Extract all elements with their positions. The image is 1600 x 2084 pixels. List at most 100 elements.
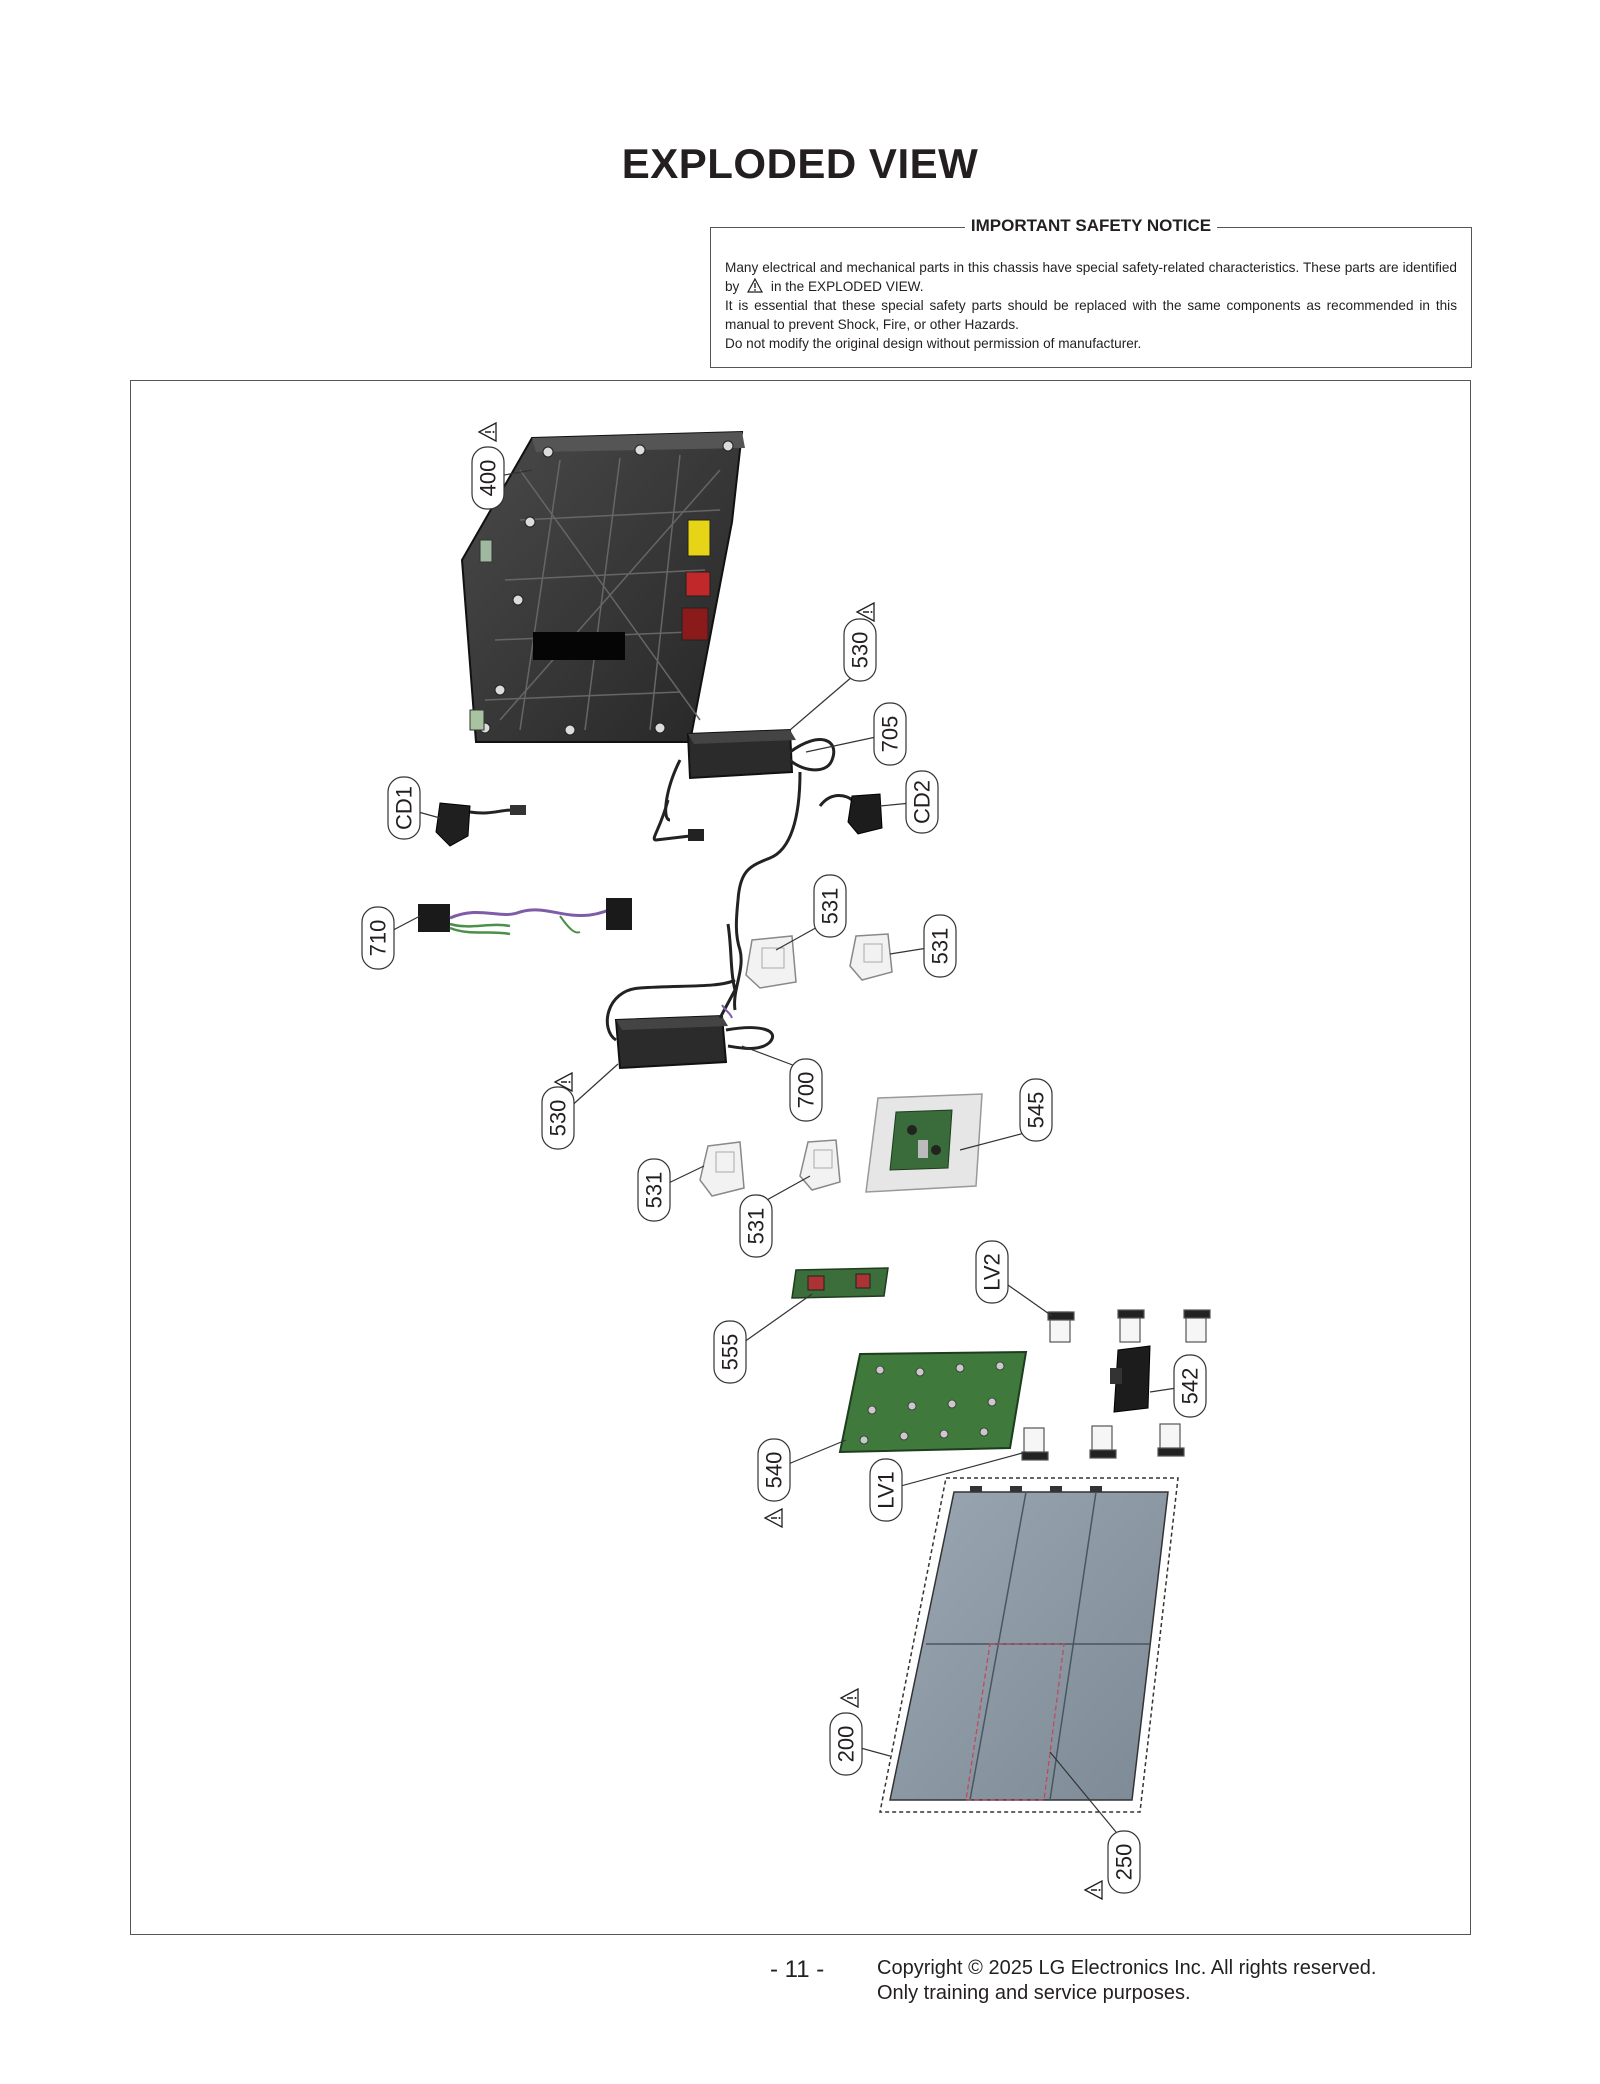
part-label: CD2 xyxy=(910,780,935,824)
part-label: 530 xyxy=(848,632,873,669)
connector-cd1-part xyxy=(435,802,526,847)
notice-text-2: It is essential that these special safet… xyxy=(725,298,1457,332)
copyright-line-1: Copyright © 2025 LG Electronics Inc. All… xyxy=(877,1957,1377,1979)
diagram-frame xyxy=(130,380,1471,1935)
callout-542-15: 542 xyxy=(1149,1354,1207,1418)
leader-line xyxy=(789,669,861,731)
part-label: 250 xyxy=(1112,1844,1137,1881)
callout-cd2-4: CD2 xyxy=(879,770,939,834)
notice-text-1b: in the EXPLODED VIEW. xyxy=(770,279,924,294)
callout-705-2: 705 xyxy=(805,702,907,766)
power-adapter-lower-part xyxy=(605,923,774,1070)
leader-line xyxy=(1049,1751,1117,1833)
callout-bubble xyxy=(923,914,957,978)
callout-530-8: 530 xyxy=(541,1063,619,1150)
callout-bubble xyxy=(869,1458,903,1522)
callout-bubble xyxy=(637,1158,671,1222)
safety-notice-box: IMPORTANT SAFETY NOTICE Many electrical … xyxy=(710,216,1472,368)
callout-bubble xyxy=(739,1194,773,1258)
callout-bubble xyxy=(905,770,939,834)
part-label: 400 xyxy=(476,460,501,497)
callout-bubble xyxy=(843,618,877,682)
bracket-531-a-part xyxy=(745,935,797,989)
warning-triangle-icon xyxy=(839,1687,859,1709)
warning-triangle-icon xyxy=(855,601,875,623)
connector-cd2-part xyxy=(818,793,883,835)
callout-400-0: 400 xyxy=(471,421,533,510)
part-label: CD1 xyxy=(392,786,417,830)
power-adapter-upper-part xyxy=(652,728,836,1011)
callout-700-9: 700 xyxy=(741,1045,823,1122)
safety-notice-body: Many electrical and mechanical parts in … xyxy=(725,258,1457,353)
notice-text-3: Do not modify the original design withou… xyxy=(725,336,1142,351)
callout-bubble xyxy=(1019,1078,1053,1142)
rear-chassis-part xyxy=(460,430,745,743)
page-title: EXPLODED VIEW xyxy=(621,140,979,187)
page-number: - 11 - xyxy=(770,1956,825,1983)
callout-bubble xyxy=(471,446,505,510)
warning-triangle-icon xyxy=(553,1071,573,1093)
part-label: 531 xyxy=(744,1208,769,1245)
callout-bubble xyxy=(1173,1354,1207,1418)
bracket-531-b-part xyxy=(849,933,893,981)
callout-531-6: 531 xyxy=(775,874,847,951)
wire-harness-710-part xyxy=(418,898,632,936)
part-label: 710 xyxy=(366,920,391,957)
part-label: 200 xyxy=(834,1726,859,1763)
part-label: 531 xyxy=(642,1172,667,1209)
warning-triangle-icon xyxy=(477,421,497,443)
bracket-542-part xyxy=(1110,1345,1151,1413)
part-label: 531 xyxy=(928,928,953,965)
callout-bubble xyxy=(1107,1830,1141,1894)
callout-bubble xyxy=(713,1320,747,1384)
part-label: 542 xyxy=(1178,1368,1203,1405)
part-label: 555 xyxy=(718,1334,743,1371)
callout-bubble xyxy=(757,1438,791,1502)
copyright-notice: Copyright © 2025 LG Electronics Inc. All… xyxy=(877,1956,1376,2006)
callout-cd1-3: CD1 xyxy=(387,776,441,840)
callout-bubble xyxy=(387,776,421,840)
part-label: 530 xyxy=(546,1100,571,1137)
part-label: 545 xyxy=(1024,1092,1049,1129)
callout-bubble xyxy=(975,1240,1009,1304)
callout-bubble xyxy=(541,1086,575,1150)
callout-bubble xyxy=(873,702,907,766)
warning-triangle-icon xyxy=(763,1507,783,1529)
part-label: LV1 xyxy=(874,1471,899,1509)
safety-notice-heading: IMPORTANT SAFETY NOTICE xyxy=(964,216,1218,235)
callout-530-1: 530 xyxy=(789,601,877,731)
bracket-531-c-part xyxy=(699,1141,745,1197)
board-545-part xyxy=(865,1093,983,1193)
callout-lv2-13: LV2 xyxy=(975,1240,1053,1317)
part-label: 531 xyxy=(818,888,843,925)
flex-connectors-part xyxy=(1021,1309,1211,1461)
warning-triangle-icon xyxy=(1083,1879,1103,1901)
part-label: 540 xyxy=(762,1452,787,1489)
notice-text-1a: Many electrical and mechanical parts in … xyxy=(725,260,1457,294)
callout-250-19: 250 xyxy=(1049,1751,1141,1901)
callout-lv1-17: LV1 xyxy=(869,1451,1027,1522)
callout-200-18: 200 xyxy=(829,1687,891,1776)
copyright-line-2: Only training and service purposes. xyxy=(877,1982,1191,2004)
callout-bubble xyxy=(829,1712,863,1776)
callout-555-14: 555 xyxy=(713,1293,813,1384)
callout-bubble xyxy=(361,906,395,970)
display-panel-200-part xyxy=(879,1477,1179,1813)
callout-bubble xyxy=(789,1058,823,1122)
bracket-531-d-part xyxy=(799,1139,841,1191)
part-label: 700 xyxy=(794,1072,819,1109)
warning-triangle-icon xyxy=(747,278,764,293)
main-board-540-part xyxy=(838,1350,1028,1454)
callout-710-5: 710 xyxy=(361,906,421,970)
part-label: 705 xyxy=(878,716,903,753)
callout-545-10: 545 xyxy=(959,1078,1053,1151)
leader-line xyxy=(885,1451,1027,1491)
callout-531-7: 531 xyxy=(889,914,957,978)
callout-531-11: 531 xyxy=(637,1158,705,1222)
board-555-part xyxy=(791,1267,889,1299)
callout-540-16: 540 xyxy=(757,1438,847,1529)
callout-531-12: 531 xyxy=(739,1175,811,1258)
callout-bubble xyxy=(813,874,847,938)
part-label: LV2 xyxy=(980,1253,1005,1291)
